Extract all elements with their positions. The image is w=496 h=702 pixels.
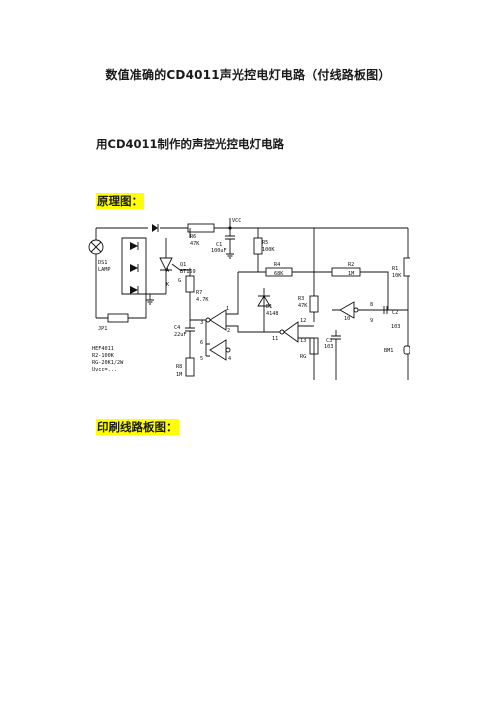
value-c1: 100uF	[211, 248, 227, 254]
label-r8: R8	[176, 364, 182, 370]
pcb-heading: 印刷线路板图：	[96, 419, 179, 435]
resistor-r1	[403, 257, 410, 277]
pin-8: 8	[370, 302, 373, 308]
label-c1: C1	[216, 242, 222, 248]
label-ds1: DS1	[98, 260, 107, 266]
article-subtitle: 用CD4011制作的声控光控电灯电路	[96, 137, 284, 151]
label-r5: R5	[262, 240, 268, 246]
pin-5: 5	[200, 356, 203, 362]
label-r7: R7	[196, 290, 202, 296]
pin-k: K	[166, 282, 170, 288]
note-line: Uvcc=...	[92, 367, 117, 373]
label-r6: R6	[190, 234, 196, 240]
connector-jp1	[107, 313, 129, 323]
value-r5: 100K	[262, 247, 275, 253]
pin-9: 9	[370, 318, 373, 324]
label-jp1: JP1	[98, 326, 107, 332]
circuit-schematic: VCC R6 47K C1 100uF R5 100K R4 68K R2 1M…	[88, 218, 410, 380]
pin-1: 1	[226, 306, 229, 312]
label-rg: RG	[300, 354, 306, 360]
label-c3: C3	[326, 338, 332, 344]
label-d1: D1	[266, 304, 272, 310]
pin-6: 6	[200, 340, 203, 346]
label-c4: C4	[174, 325, 180, 331]
pin-13: 13	[300, 338, 306, 344]
lamp-icon	[88, 239, 104, 255]
label-q1: Q1	[180, 262, 186, 268]
pin-a: A	[166, 268, 170, 274]
value-r7: 4.7K	[196, 297, 209, 303]
resistor-r5	[253, 237, 263, 255]
diode-symbol	[152, 224, 158, 232]
note-line: R2-100K	[92, 353, 115, 359]
label-r2: R2	[348, 262, 354, 268]
resistor-r6	[187, 223, 215, 233]
document-title: 数值准确的CD4011声光控电灯电路（付线路板图）	[105, 68, 391, 82]
value-c2: 103	[391, 324, 400, 330]
value-c3: 103	[324, 344, 333, 350]
value-r4: 68K	[274, 271, 284, 277]
label-c2: C2	[392, 310, 398, 316]
bridge-rectifier	[130, 242, 138, 294]
value-q1: BT169	[180, 269, 196, 275]
resistor-r3	[309, 295, 319, 313]
value-r3: 47K	[298, 303, 308, 309]
value-r1: 10K	[392, 273, 402, 279]
resistor-r4	[265, 267, 293, 277]
value-c4: 22uF	[174, 332, 187, 338]
resistor-r7	[185, 275, 195, 293]
label-vcc: VCC	[232, 218, 241, 224]
pin-2: 2	[227, 328, 230, 334]
value-d1: 4148	[266, 311, 279, 317]
value-r8: 1M	[176, 372, 182, 378]
pin-4: 4	[228, 356, 231, 362]
pin-12: 12	[300, 318, 306, 324]
value-ds1: LAMP	[98, 267, 111, 273]
value-r2: 1M	[348, 271, 354, 277]
label-r3: R3	[298, 296, 304, 302]
note-line: RG-20K1/2W	[92, 360, 124, 366]
pin-g: G	[178, 278, 181, 284]
nand-gate-4	[283, 321, 299, 343]
resistor-r2	[331, 267, 361, 277]
nand-gate-2	[209, 339, 227, 361]
value-r6: 47K	[190, 241, 200, 247]
nand-gate-1	[209, 309, 227, 331]
microphone-bm1	[403, 345, 410, 355]
schematic-heading: 原理图：	[96, 193, 144, 209]
note-line: HEF4011	[92, 346, 114, 352]
label-r1: R1	[392, 266, 398, 272]
pin-3: 3	[200, 320, 203, 326]
label-bm1: BM1	[384, 348, 393, 354]
pin-10: 10	[344, 316, 350, 322]
pin-11: 11	[272, 336, 278, 342]
resistor-r8	[185, 357, 195, 377]
label-r4: R4	[274, 262, 280, 268]
